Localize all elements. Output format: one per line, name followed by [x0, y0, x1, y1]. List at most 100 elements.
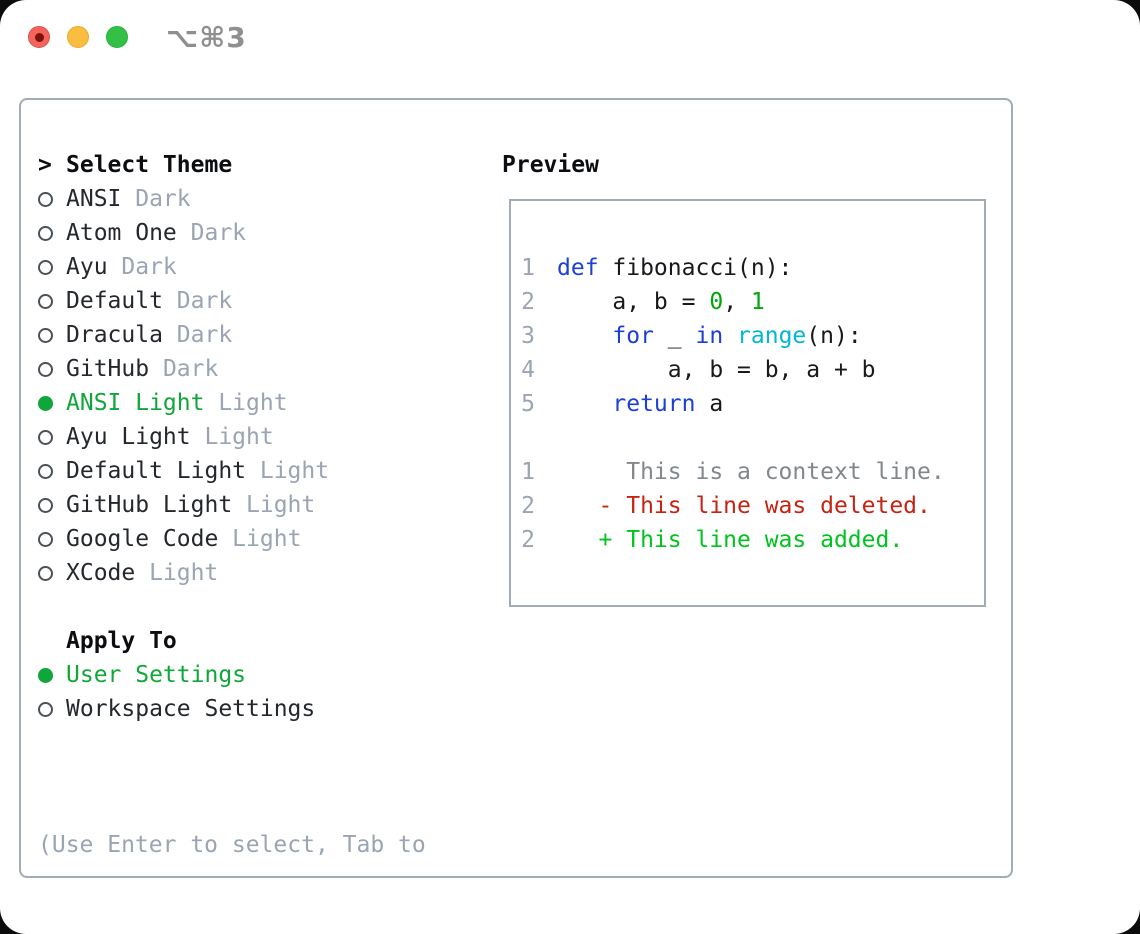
radio-unselected-icon: [38, 293, 66, 309]
option-variant: Light: [232, 492, 316, 518]
code-text: return a: [612, 391, 724, 417]
theme-option[interactable]: GitHub Light Light: [38, 488, 502, 522]
theme-option[interactable]: Default Dark: [38, 284, 502, 318]
option-label: GitHub: [66, 356, 150, 382]
theme-option[interactable]: Default Light Light: [38, 454, 502, 488]
theme-option[interactable]: Google Code Light: [38, 522, 502, 556]
radio-unselected-icon: [38, 191, 66, 207]
close-button[interactable]: [28, 26, 50, 48]
radio-unselected-icon: [38, 565, 66, 581]
apply-to-title: Apply To: [66, 628, 177, 654]
radio-unselected-icon: [38, 463, 66, 479]
theme-option[interactable]: Atom One Dark: [38, 216, 502, 250]
option-label: Default Light: [66, 458, 247, 484]
spacer: [38, 590, 502, 624]
minimize-button[interactable]: [67, 26, 89, 48]
line-number: 1: [521, 255, 535, 281]
titlebar: ⌥⌘3: [0, 0, 1140, 74]
theme-option[interactable]: GitHub Dark: [38, 352, 502, 386]
preview-line: 4 a, b = b, a + b: [521, 353, 974, 387]
option-label: Default: [66, 288, 163, 314]
option-label: Google Code: [66, 526, 219, 552]
code-text: a, b = b, a + b: [557, 357, 876, 383]
help-text: (Use Enter to select, Tab to change focu…: [38, 760, 502, 934]
option-variant: Dark: [107, 254, 177, 280]
preview-title: Preview: [502, 152, 599, 178]
radio-unselected-icon: [38, 429, 66, 445]
apply-to-header: Apply To: [38, 624, 502, 658]
radio-unselected-icon: [38, 361, 66, 377]
option-label: ANSI: [66, 186, 122, 212]
option-variant: Dark: [162, 288, 233, 314]
preview-line: 3 for _ in range(n):: [521, 319, 974, 353]
option-label: Atom One: [66, 220, 177, 246]
code-text: def fibonacci(n):: [557, 255, 793, 281]
radio-unselected-icon: [38, 531, 66, 547]
line-number: [521, 421, 535, 455]
window-shortcut-label: ⌥⌘3: [166, 20, 247, 54]
line-number: 2: [521, 289, 535, 315]
code-text: + This line was added.: [557, 527, 904, 553]
line-number: 2: [521, 527, 535, 553]
option-variant: Dark: [176, 220, 247, 246]
select-theme-title: Select Theme: [66, 152, 233, 178]
preview-line: 5 return a: [521, 387, 974, 421]
option-label: User Settings: [66, 662, 247, 688]
option-label: GitHub Light: [66, 492, 233, 518]
theme-option[interactable]: Ayu Dark: [38, 250, 502, 284]
radio-unselected-icon: [38, 497, 66, 513]
option-label: Dracula: [66, 322, 163, 348]
line-number: 2: [521, 493, 535, 519]
line-number: 3: [521, 323, 535, 349]
code-text: for _ in range(n):: [612, 323, 862, 349]
theme-option[interactable]: ANSI Light Light: [38, 386, 502, 420]
option-variant: Light: [190, 424, 274, 450]
help-line-1: (Use Enter to select, Tab to: [38, 832, 426, 858]
radio-unselected-icon: [38, 225, 66, 241]
option-variant: Dark: [149, 356, 219, 382]
preview-line: 1 This is a context line.: [521, 455, 974, 489]
line-number: 1: [521, 459, 535, 485]
option-label: Ayu: [66, 254, 108, 280]
theme-option[interactable]: Dracula Dark: [38, 318, 502, 352]
apply-to-option[interactable]: User Settings: [38, 658, 502, 692]
option-variant: Dark: [121, 186, 191, 212]
zoom-button[interactable]: [106, 26, 128, 48]
spacer: [38, 726, 502, 760]
select-theme-header: > Select Theme: [38, 148, 502, 182]
option-variant: Light: [204, 390, 288, 416]
option-label: ANSI Light: [66, 390, 205, 416]
option-variant: Light: [135, 560, 219, 586]
theme-option[interactable]: XCode Light: [38, 556, 502, 590]
radio-unselected-icon: [38, 259, 66, 275]
radio-selected-icon: [38, 667, 66, 683]
preview-header: Preview: [502, 148, 986, 182]
code-text: a, b = 0, 1: [557, 289, 765, 315]
code-text: - This line was deleted.: [557, 493, 931, 519]
code-text: This is a context line.: [557, 459, 945, 485]
record-dot-icon: [34, 32, 44, 42]
apply-to-option[interactable]: Workspace Settings: [38, 692, 502, 726]
theme-option[interactable]: ANSI Dark: [38, 182, 502, 216]
line-number: 5: [521, 391, 535, 417]
preview-line: 1 def fibonacci(n):: [521, 251, 974, 285]
option-variant: Light: [246, 458, 330, 484]
line-number: 4: [521, 357, 535, 383]
preview-line: 2 a, b = 0, 1: [521, 285, 974, 319]
preview-line: 2 + This line was added.: [521, 523, 974, 557]
help-line-2: change focus): [38, 930, 502, 934]
option-label: Ayu Light: [66, 424, 191, 450]
prompt-icon: >: [38, 152, 52, 178]
option-variant: Dark: [162, 322, 233, 348]
radio-unselected-icon: [38, 327, 66, 343]
option-variant: Light: [218, 526, 302, 552]
option-label: XCode: [66, 560, 136, 586]
theme-option[interactable]: Ayu Light Light: [38, 420, 502, 454]
